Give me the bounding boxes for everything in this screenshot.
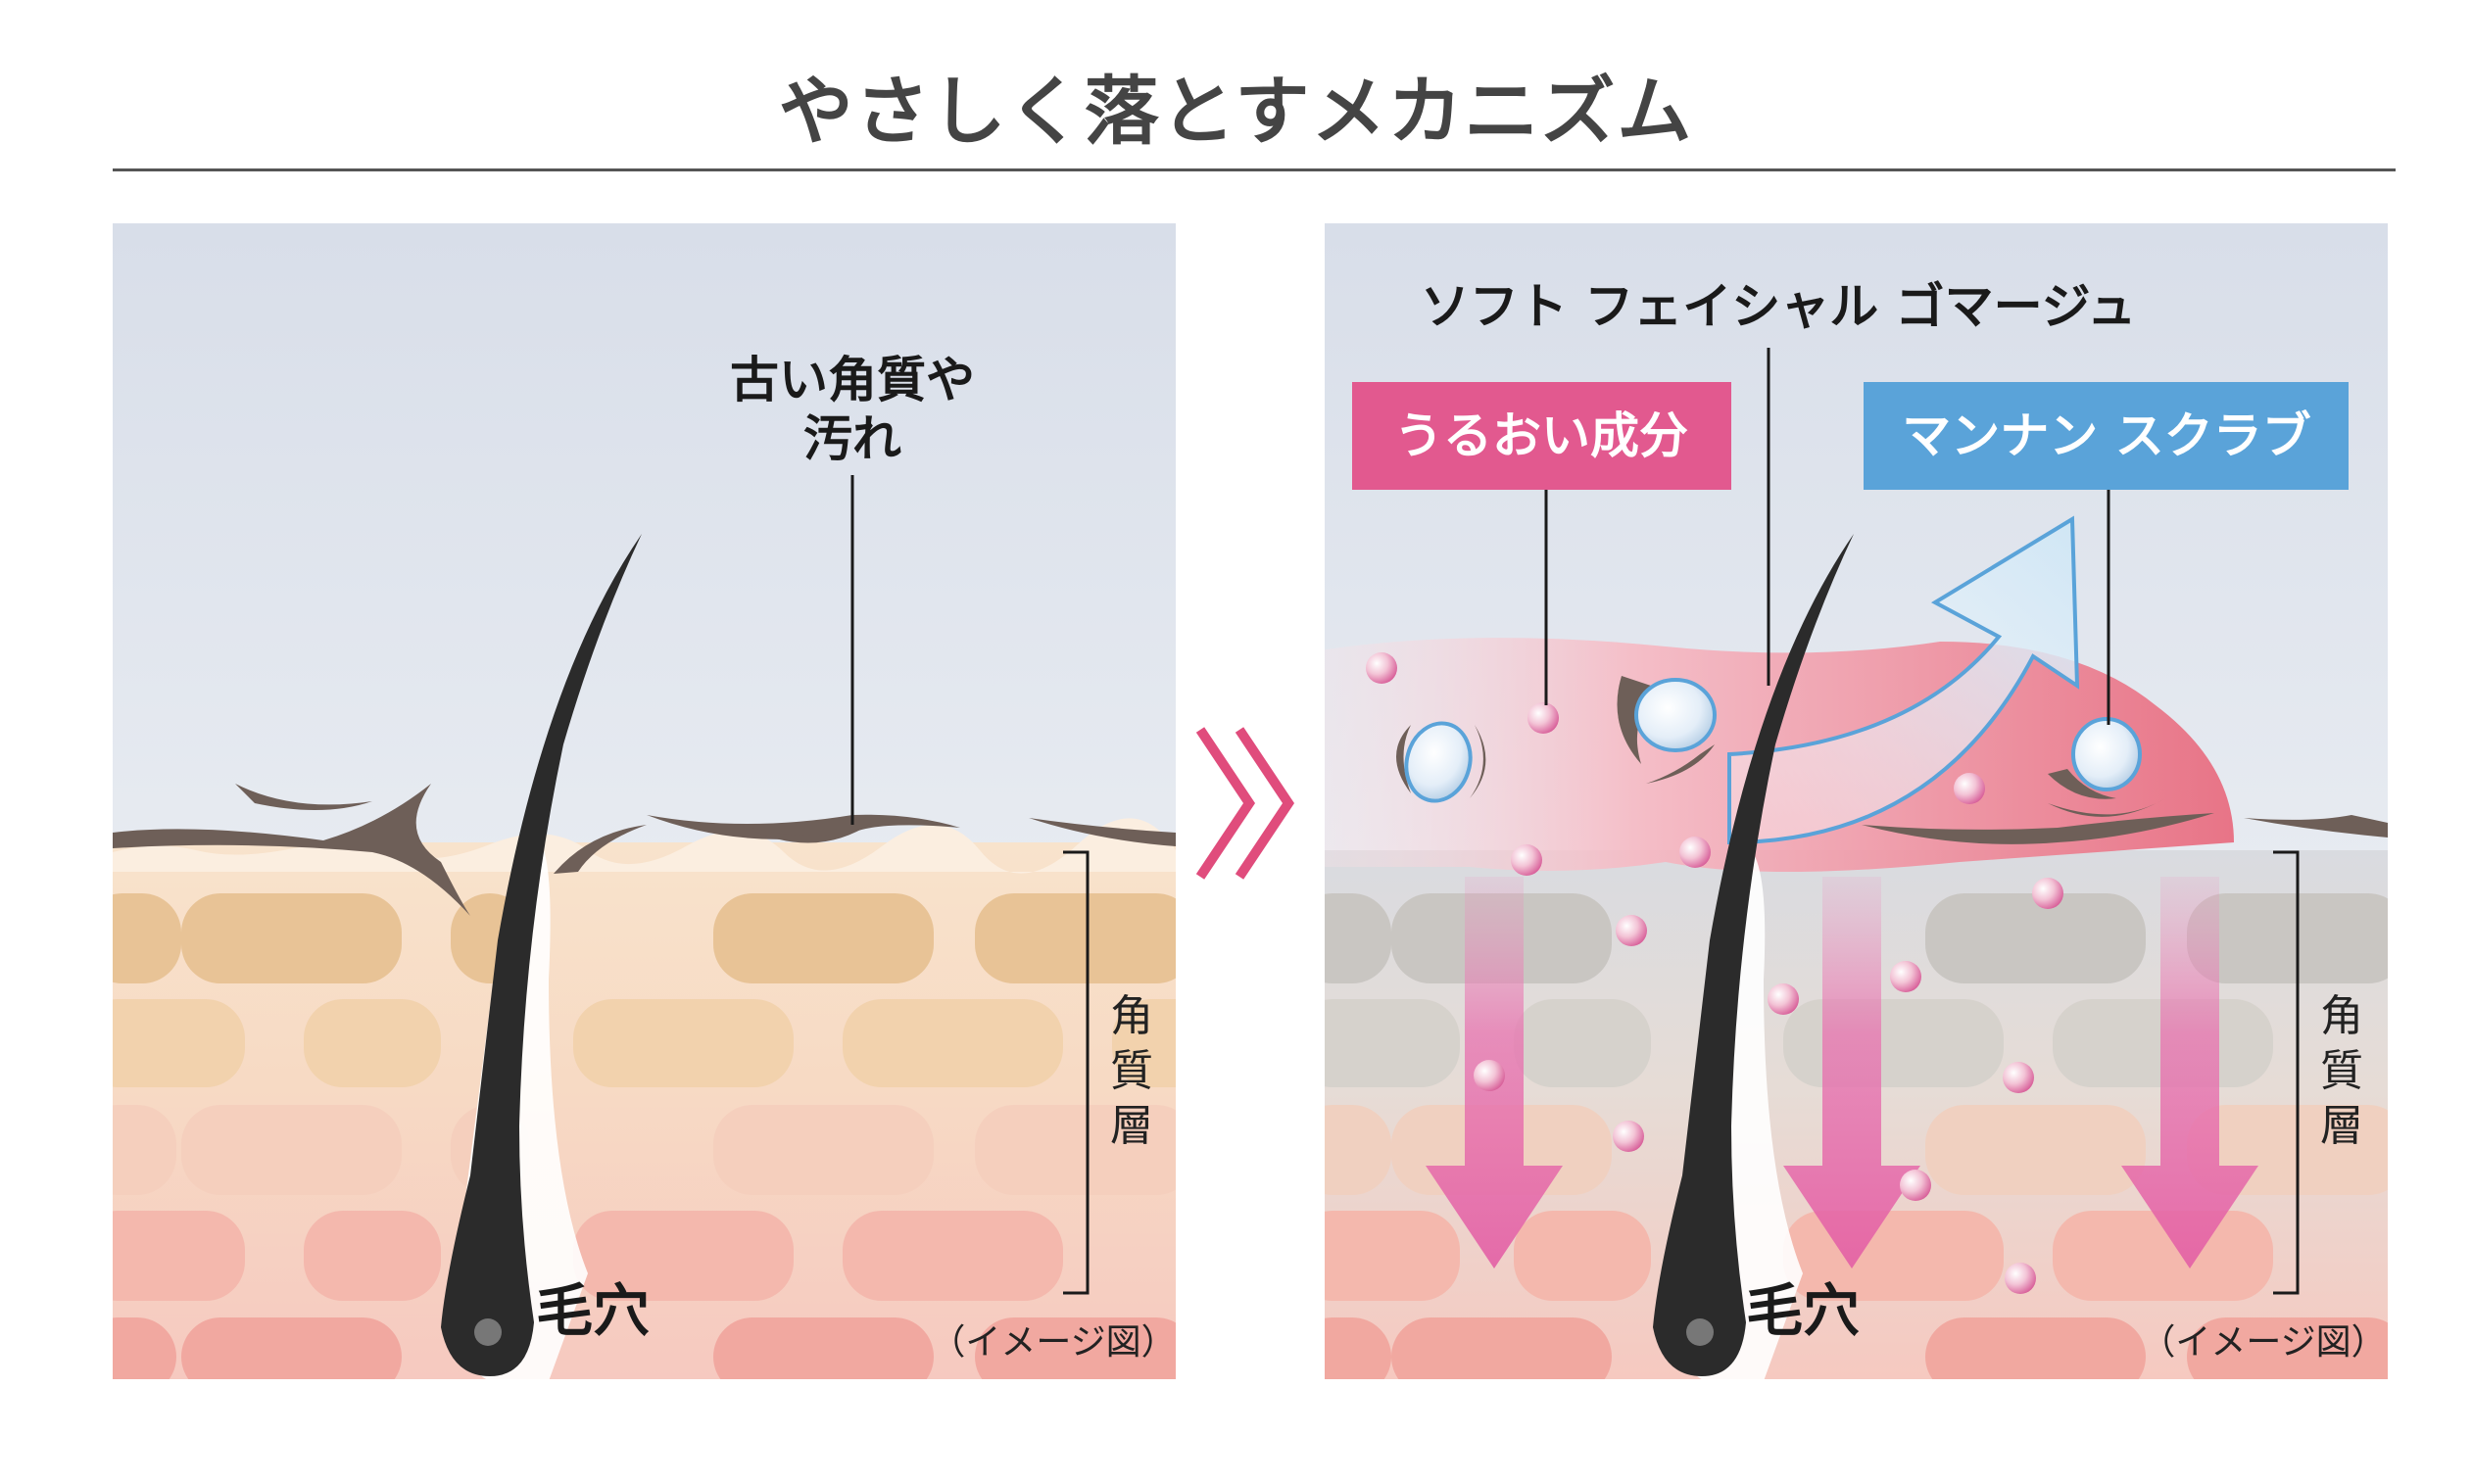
left-skin-surface — [113, 818, 1176, 874]
right-flakes — [1862, 798, 2388, 844]
left-hair — [441, 534, 642, 1379]
product-label: ソフト フェイシャル ゴマージュ — [1421, 278, 2136, 335]
callout-dirt-line1: 古い角質や — [730, 352, 975, 408]
scrub-tag-bg — [1864, 382, 2349, 490]
layer-bracket-left — [1063, 850, 1090, 1295]
left-flakes — [113, 784, 1176, 916]
scrub-particles — [1396, 676, 2169, 803]
note-left: （イメージ図） — [930, 1322, 1176, 1363]
layer-bracket-right — [2273, 850, 2300, 1295]
note-right: （イメージ図） — [2140, 1322, 2386, 1363]
right-cells — [1325, 893, 2388, 1379]
moisture-tag: うるおい成分 — [1394, 407, 1688, 464]
removal-arrow — [1727, 515, 2080, 845]
layer-label-left-1: 角 — [1110, 991, 1153, 1041]
layer-label-right-2: 質 — [2320, 1046, 2363, 1096]
scrub-tag: マンナン スクラブ — [1902, 407, 2310, 464]
layer-label-right-3: 層 — [2320, 1101, 2363, 1151]
title-divider — [113, 168, 2396, 171]
pore-label-left: 毛穴 — [536, 1277, 650, 1344]
layer-label-left-3: 層 — [1110, 1101, 1153, 1151]
right-panel — [1325, 223, 2388, 1379]
page-title: やさしく落とすメカニズム — [778, 68, 1694, 155]
transition-chevrons — [1195, 727, 1295, 880]
moisture-beads — [1366, 652, 2063, 1294]
right-hair — [1653, 534, 1854, 1379]
left-panel — [113, 223, 1176, 1379]
pore-label-right: 毛穴 — [1746, 1277, 1860, 1344]
layer-label-left-2: 質 — [1110, 1046, 1153, 1096]
callout-dirt-line2: 汚れ — [803, 410, 901, 467]
left-cells — [113, 893, 1176, 1379]
moisture-tag-bg — [1352, 382, 1731, 490]
layer-label-right-1: 角 — [2320, 991, 2363, 1041]
